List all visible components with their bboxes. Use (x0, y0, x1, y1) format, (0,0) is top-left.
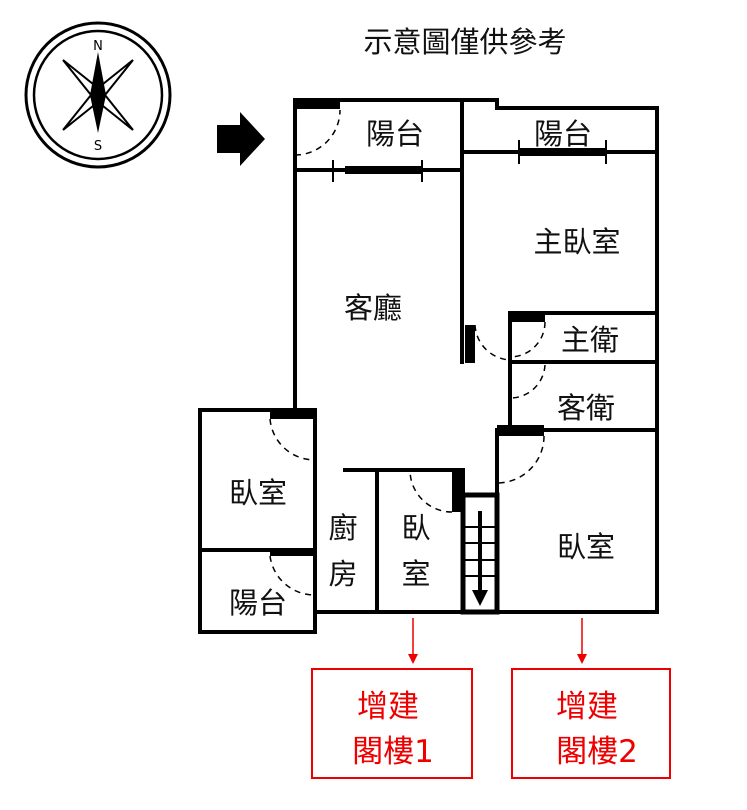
small-bedroom-label-2: 室 (401, 557, 430, 591)
disclaimer-title: 示意圖僅供參考 (363, 25, 566, 59)
master-bath-label: 主衛 (561, 323, 619, 357)
bedroom-left-label: 臥室 (229, 476, 287, 510)
master-bedroom-label: 主臥室 (533, 225, 620, 259)
entrance-arrow-icon (217, 112, 265, 166)
balcony-top-right-label: 陽台 (534, 117, 592, 151)
compass-south: S (94, 139, 102, 154)
compass-icon: N S (24, 21, 172, 169)
loft-1-line2: 閣樓1 (352, 734, 434, 770)
staircase-icon (460, 492, 500, 615)
loft-1-line1: 增建 (357, 689, 419, 725)
small-bedroom-label-1: 臥 (401, 511, 430, 545)
loft-2-line2: 閣樓2 (556, 734, 638, 770)
guest-bath-label: 客衛 (557, 391, 615, 425)
compass-north: N (93, 39, 103, 54)
balcony-bottom-left-label: 陽台 (229, 586, 287, 620)
annotation-loft-1: 增建 閣樓1 (311, 618, 473, 779)
bedroom-right-label: 臥室 (557, 530, 615, 564)
loft-2-line1: 增建 (556, 689, 618, 725)
kitchen-label-2: 房 (328, 557, 357, 591)
living-room-label: 客廳 (344, 291, 402, 325)
kitchen-label-1: 廚 (328, 511, 357, 545)
annotation-loft-2: 增建 閣樓2 (511, 618, 671, 779)
doors (269, 100, 607, 596)
balcony-top-left-label: 陽台 (366, 117, 424, 151)
